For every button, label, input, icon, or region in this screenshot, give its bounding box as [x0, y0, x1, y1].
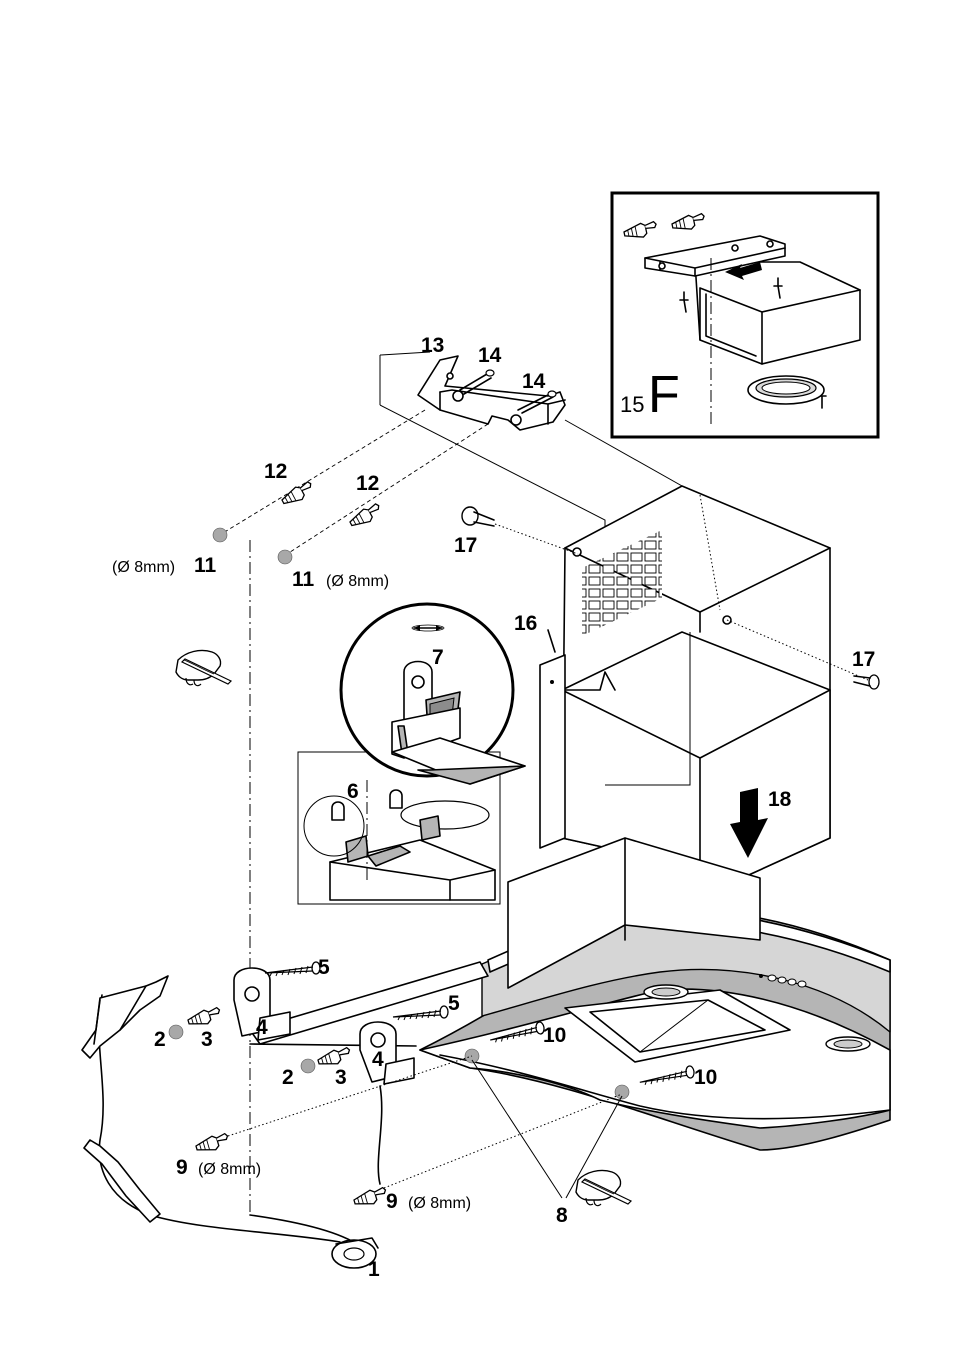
label-4-right: 4: [372, 1048, 384, 1071]
label-7: 7: [432, 646, 444, 669]
label-2-left: 2: [154, 1028, 166, 1051]
label-6: 6: [347, 780, 359, 803]
label-15-letter: F: [648, 366, 680, 424]
label-14-right: 14: [522, 370, 546, 393]
down-arrow-icon: 18: [730, 788, 792, 858]
label-9-left: 9: [176, 1156, 188, 1179]
pencil-hand-icon: [175, 649, 232, 687]
label-12-left: 12: [264, 460, 287, 483]
detail-box-6: 6: [303, 780, 496, 901]
label-12-right: 12: [356, 472, 379, 495]
label-17-left: 17: [454, 534, 477, 557]
detail-circle-7: 7: [297, 602, 526, 905]
inset-box-f: 15 F: [610, 191, 880, 439]
label-14-left: 14: [478, 344, 502, 367]
label-10-right: 10: [694, 1066, 717, 1089]
label-9-right: 9: [386, 1190, 398, 1213]
chimney-cover: 17 17 16: [454, 485, 880, 879]
label-2-right: 2: [282, 1066, 294, 1089]
label-10-left: 10: [543, 1024, 566, 1047]
label-13: 13: [421, 334, 444, 357]
label-16: 16: [514, 612, 537, 635]
label-5-left: 5: [318, 956, 330, 979]
pencil-hand-icon: [575, 1169, 632, 1207]
label-3-right: 3: [335, 1066, 347, 1089]
tape-measure: 1: [81, 975, 383, 1281]
dim-9-right: (Ø 8mm): [408, 1195, 471, 1212]
label-1: 1: [368, 1258, 380, 1281]
dim-11-right: (Ø 8mm): [326, 573, 389, 590]
label-11-right: 11: [292, 568, 315, 591]
dim-9-left: (Ø 8mm): [198, 1161, 261, 1178]
label-11-left: 11: [194, 554, 217, 577]
top-bracket: 13 14 14: [379, 334, 566, 431]
wall-plugs-12: 12 12 (Ø 8mm) 11 11 (Ø 8mm): [112, 460, 389, 591]
label-8: 8: [556, 1204, 568, 1227]
label-15: 15: [620, 392, 644, 417]
label-3-left: 3: [201, 1028, 213, 1051]
label-18: 18: [768, 788, 792, 811]
control-buttons: [759, 974, 807, 988]
label-17-right: 17: [852, 648, 875, 671]
dim-11-left: (Ø 8mm): [112, 559, 175, 576]
hood-brackets: 2 3 4 2 3 4 5 5 10 10 9 (Ø 8mm) 9 (Ø 8mm…: [154, 956, 717, 1227]
label-4-left: 4: [256, 1016, 268, 1039]
label-5-right: 5: [448, 992, 460, 1015]
